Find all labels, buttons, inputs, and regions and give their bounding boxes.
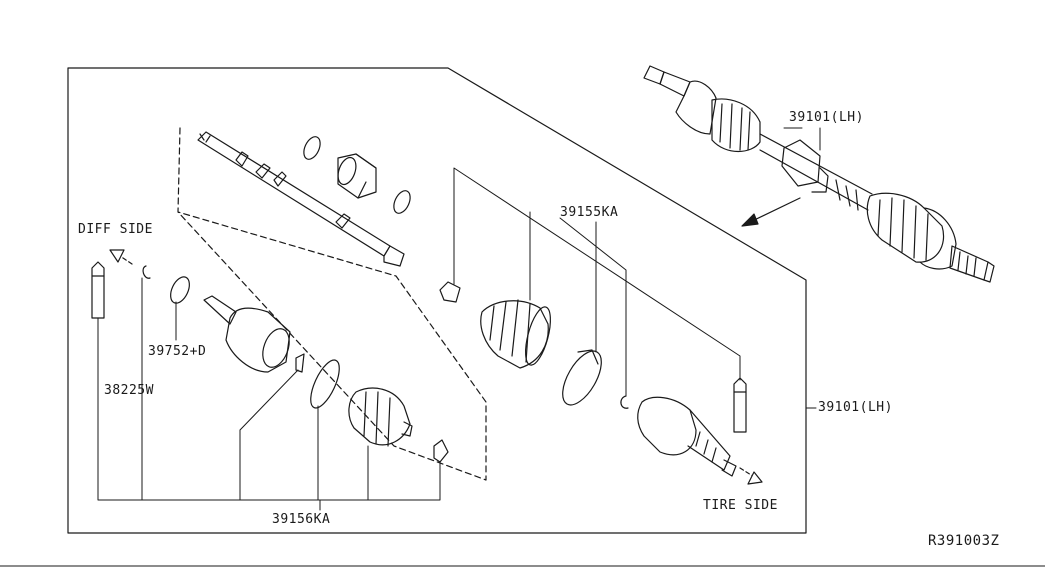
label-39752-d: 39752+D	[148, 344, 207, 359]
diff-side-arrow	[109, 249, 133, 265]
circlip-outer	[620, 395, 629, 409]
boot-band-outer-large	[562, 349, 602, 406]
diagram-id: R391003Z	[928, 533, 1000, 549]
outer-boot	[480, 299, 551, 369]
exploded-view-frame	[67, 67, 807, 534]
boot-band-outer-small	[439, 281, 461, 303]
label-39101-lh-right: 39101(LH)	[818, 400, 893, 415]
explode-arrow	[741, 197, 801, 227]
retaining-ring-39752	[170, 276, 190, 304]
outer-joint	[637, 396, 737, 477]
shaft-rings	[303, 136, 411, 214]
label-39156ka: 39156KA	[272, 512, 331, 527]
leader-lines	[97, 127, 821, 511]
dynamic-damper	[337, 153, 377, 199]
circlip-left	[142, 265, 151, 279]
inner-kit-dashed-frame	[177, 127, 487, 481]
inner-joint-housing	[203, 295, 291, 373]
label-diff-side: DIFF SIDE	[78, 222, 153, 237]
bar-shaft	[197, 131, 405, 267]
assembled-drive-shaft	[643, 65, 995, 283]
grease-tube-left	[91, 261, 105, 319]
inner-boot	[348, 387, 413, 447]
housing-band	[310, 359, 340, 409]
label-38225w: 38225W	[104, 383, 154, 398]
tire-side-arrow	[739, 467, 763, 485]
label-39155ka: 39155KA	[560, 205, 619, 220]
snap-ring-inner	[295, 353, 305, 373]
boot-band-inner	[433, 439, 449, 463]
grease-tube-right	[733, 377, 747, 433]
label-tire-side: TIRE SIDE	[703, 498, 778, 513]
label-39101-lh-top: 39101(LH)	[789, 110, 864, 125]
